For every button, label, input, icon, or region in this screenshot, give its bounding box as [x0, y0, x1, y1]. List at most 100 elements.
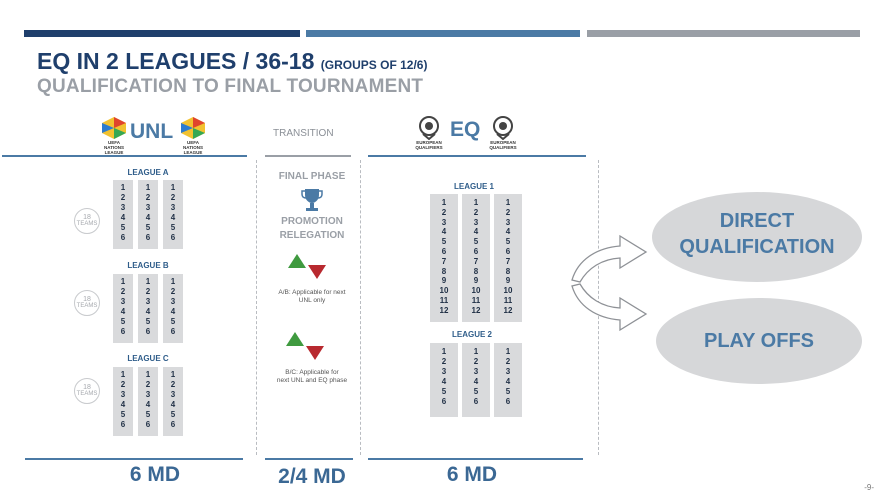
teams-badge-text: TEAMS	[76, 221, 98, 227]
team-slot: 5	[170, 410, 176, 419]
teams-badge-text: 18	[83, 384, 91, 391]
unl-matchdays: 6 MD	[129, 463, 181, 486]
team-slot: 3	[145, 297, 151, 306]
team-slot: 3	[120, 203, 126, 212]
logo-caption-line: EUROPEAN	[416, 140, 442, 145]
team-slot: 5	[505, 387, 511, 396]
qualification-label: QUALIFICATION	[679, 236, 835, 258]
team-slot: 6	[505, 246, 511, 256]
team-slot: 3	[170, 390, 176, 399]
team-slot: 4	[170, 400, 176, 409]
team-slot: 5	[170, 223, 176, 232]
teams-badge-text: TEAMS	[76, 391, 98, 397]
team-slot: 3	[473, 367, 479, 376]
logo-caption-line: LEAGUE	[104, 150, 124, 155]
separator-unl-transition	[256, 160, 257, 455]
page-number: -9-	[864, 483, 874, 492]
team-slot: 1	[441, 198, 447, 207]
team-slot: 4	[441, 227, 447, 237]
team-slot: 11	[503, 295, 513, 305]
logo-caption-line: EUROPEAN	[490, 140, 516, 145]
promotion-up-arrow-icon	[286, 332, 304, 351]
team-slot: 1	[473, 347, 479, 356]
team-slot: 1	[120, 277, 126, 286]
team-slot: 3	[145, 390, 151, 399]
promotion-up-arrow-icon	[288, 254, 306, 273]
team-slot: 6	[145, 420, 151, 429]
team-slot: 7	[505, 256, 511, 266]
team-slot: 5	[473, 237, 479, 247]
transition-column-header: TRANSITION	[273, 128, 334, 139]
team-slot: 8	[473, 266, 479, 276]
eq-footer-rule	[368, 458, 583, 460]
team-slot: 1	[145, 370, 151, 379]
team-slot: 4	[170, 307, 176, 316]
unl-footer-rule	[25, 458, 243, 460]
team-slot: 1	[120, 183, 126, 192]
teams-badge-text: 18	[83, 214, 91, 221]
team-slot: 2	[120, 287, 126, 296]
team-slot: 6	[170, 233, 176, 242]
team-slot: 1	[505, 198, 511, 207]
team-slot: 5	[441, 387, 447, 396]
team-slot: 2	[120, 193, 126, 202]
team-slot: 6	[170, 420, 176, 429]
team-slot: 5	[120, 410, 126, 419]
transition-footer-rule	[265, 458, 353, 460]
team-slot: 4	[505, 377, 511, 386]
team-slot: 1	[441, 347, 447, 356]
team-slot: 2	[145, 380, 151, 389]
team-slot: 12	[439, 305, 449, 315]
team-slot: 6	[145, 233, 151, 242]
team-slot: 3	[170, 297, 176, 306]
team-slot: 5	[473, 387, 479, 396]
team-slot: 11	[439, 295, 449, 305]
team-slot: 10	[471, 286, 481, 296]
team-slot: 1	[120, 370, 126, 379]
team-slot: 4	[473, 377, 479, 386]
team-slot: 6	[441, 246, 447, 256]
logo-caption-line: UEFA	[107, 140, 120, 145]
team-slot: 6	[120, 420, 126, 429]
separator-transition-eq-a	[360, 160, 361, 455]
european-qualifiers-logo-icon	[492, 116, 518, 152]
direct-qualification-oval: DIRECT QUALIFICATION	[652, 192, 862, 282]
play-offs-oval: PLAY OFFS	[656, 298, 862, 384]
team-slot: 2	[145, 287, 151, 296]
team-slot: 3	[441, 367, 447, 376]
team-slot: 6	[120, 233, 126, 242]
league-c-label: LEAGUE C	[127, 354, 169, 363]
note-bc-line2: next UNL and EQ phase	[276, 377, 348, 384]
team-slot: 1	[170, 370, 176, 379]
team-slot: 3	[120, 390, 126, 399]
nations-league-logo-icon	[101, 116, 127, 152]
promotion-label: PROMOTION	[281, 216, 343, 227]
transition-header-rule	[265, 155, 351, 157]
eq-column-header: EQ	[450, 118, 481, 141]
team-slot: 1	[505, 347, 511, 356]
team-slot: 2	[473, 207, 479, 217]
top-bar-steel	[306, 30, 580, 37]
team-slot: 10	[503, 286, 513, 296]
team-slot: 6	[505, 397, 511, 406]
league-2-label: LEAGUE 2	[451, 330, 492, 339]
play-offs-label: PLAY OFFS	[703, 330, 815, 352]
team-slot: 6	[441, 397, 447, 406]
team-slot: 4	[120, 213, 126, 222]
trophy-icon	[301, 187, 323, 218]
team-slot: 5	[120, 223, 126, 232]
